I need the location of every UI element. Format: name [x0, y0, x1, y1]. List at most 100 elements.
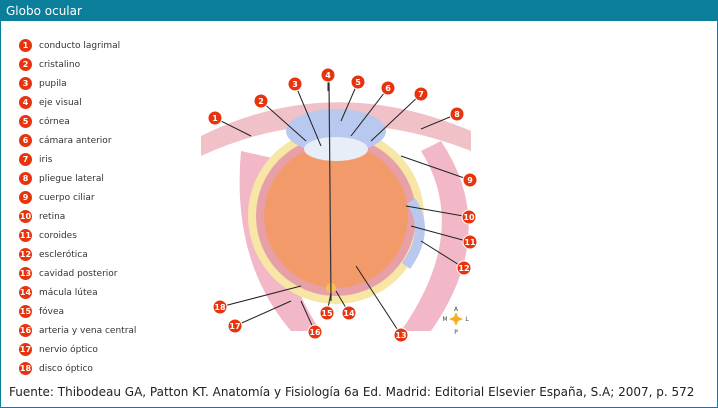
callout-number: 4 — [325, 71, 331, 80]
legend-label: cavidad posterior — [39, 268, 118, 279]
callout-number: 5 — [355, 78, 361, 87]
marker-badge: 12 — [19, 248, 32, 261]
legend-label: cámara anterior — [39, 135, 112, 146]
legend-item: 15 fóvea — [19, 302, 136, 321]
legend-item: 17 nervio óptico — [19, 340, 136, 359]
callout-line — [410, 225, 471, 243]
legend-label: nervio óptico — [39, 344, 98, 355]
callout-line — [260, 100, 307, 142]
callout-marker — [253, 93, 269, 109]
callout-marker — [307, 324, 323, 340]
marker-badge: 18 — [19, 362, 32, 375]
callout-line — [370, 93, 422, 142]
callout-number: 13 — [395, 331, 406, 340]
legend-item: 3 pupila — [19, 74, 136, 93]
callout-marker — [320, 67, 336, 83]
legend-label: mácula lútea — [39, 287, 98, 298]
marker-badge: 13 — [19, 267, 32, 280]
legend-item: 16 arteria y vena central — [19, 321, 136, 340]
marker-badge: 6 — [19, 134, 32, 147]
compass-anterior: A — [454, 306, 459, 313]
legend-item: 5 córnea — [19, 112, 136, 131]
callout-marker — [456, 260, 472, 276]
source-citation: Fuente: Thibodeau GA, Patton KT. Anatomí… — [9, 385, 695, 399]
compass-medial: M — [442, 316, 447, 323]
legend-label: coroides — [39, 230, 77, 241]
callout-marker — [449, 106, 465, 122]
panel-title: Globo ocular — [1, 1, 717, 21]
compass-rose: A P M L — [442, 306, 469, 336]
callout-marker — [212, 299, 228, 315]
legend-label: córnea — [39, 116, 70, 127]
legend-item: 4 eje visual — [19, 93, 136, 112]
marker-badge: 15 — [19, 305, 32, 318]
callout-line — [355, 265, 402, 336]
callout-number: 17 — [229, 322, 240, 331]
marker-badge: 3 — [19, 77, 32, 90]
marker-badge: 5 — [19, 115, 32, 128]
legend-label: eje visual — [39, 97, 82, 108]
callout-number: 8 — [454, 110, 460, 119]
compass-posterior: P — [454, 329, 458, 336]
legend-item: 8 pliegue lateral — [19, 169, 136, 188]
callout-marker — [207, 110, 223, 126]
legend-label: cuerpo ciliar — [39, 192, 95, 203]
marker-badge: 2 — [19, 58, 32, 71]
marker-badge: 4 — [19, 96, 32, 109]
callout-number: 18 — [214, 303, 226, 312]
legend-label: iris — [39, 154, 53, 165]
legend-label: disco óptico — [39, 363, 93, 374]
callout-line — [420, 240, 465, 269]
legend-item: 11 coroides — [19, 226, 136, 245]
callout-number: 6 — [385, 84, 391, 93]
callout-number: 3 — [292, 80, 298, 89]
marker-badge: 11 — [19, 229, 32, 242]
callout-number: 15 — [321, 309, 333, 318]
callout-number: 12 — [458, 264, 469, 273]
marker-badge: 17 — [19, 343, 32, 356]
legend-item: 2 cristalino — [19, 55, 136, 74]
marker-badge: 8 — [19, 172, 32, 185]
legend-item: 6 cámara anterior — [19, 131, 136, 150]
callout-number: 16 — [309, 328, 321, 337]
callout-line — [405, 205, 470, 218]
callout-line — [234, 300, 292, 327]
marker-badge: 9 — [19, 191, 32, 204]
marker-badge: 14 — [19, 286, 32, 299]
legend-item: 13 cavidad posterior — [19, 264, 136, 283]
marker-badge: 16 — [19, 324, 32, 337]
callout-line — [294, 83, 322, 147]
callout-number: 11 — [464, 238, 476, 247]
callout-number: 10 — [463, 213, 475, 222]
callout-marker — [462, 234, 478, 250]
callout-line — [400, 155, 471, 181]
legend-label: arteria y vena central — [39, 325, 137, 336]
callout-line — [350, 87, 389, 137]
eye-illustration — [201, 78, 471, 331]
legend-label: pliegue lateral — [39, 173, 104, 184]
callout-marker — [413, 86, 429, 102]
callout-marker — [350, 74, 366, 90]
callout-marker — [319, 305, 335, 321]
callout-marker — [287, 76, 303, 92]
legend-label: cristalino — [39, 59, 81, 70]
callout-marker — [380, 80, 396, 96]
callout-line — [219, 285, 302, 308]
legend-label: pupila — [39, 78, 67, 89]
legend-item: 12 esclerótica — [19, 245, 136, 264]
legend-item: 18 disco óptico — [19, 359, 136, 378]
callout-marker — [227, 318, 243, 334]
marker-badge: 1 — [19, 39, 32, 52]
callout-number: 2 — [258, 97, 264, 106]
callout-marker — [393, 327, 409, 343]
callout-marker — [461, 209, 477, 225]
legend-label: esclerótica — [39, 249, 88, 260]
legend-label: fóvea — [39, 306, 65, 317]
legend-item: 14 mácula lútea — [19, 283, 136, 302]
callout-marker — [462, 172, 478, 188]
legend-label: retina — [39, 211, 66, 222]
